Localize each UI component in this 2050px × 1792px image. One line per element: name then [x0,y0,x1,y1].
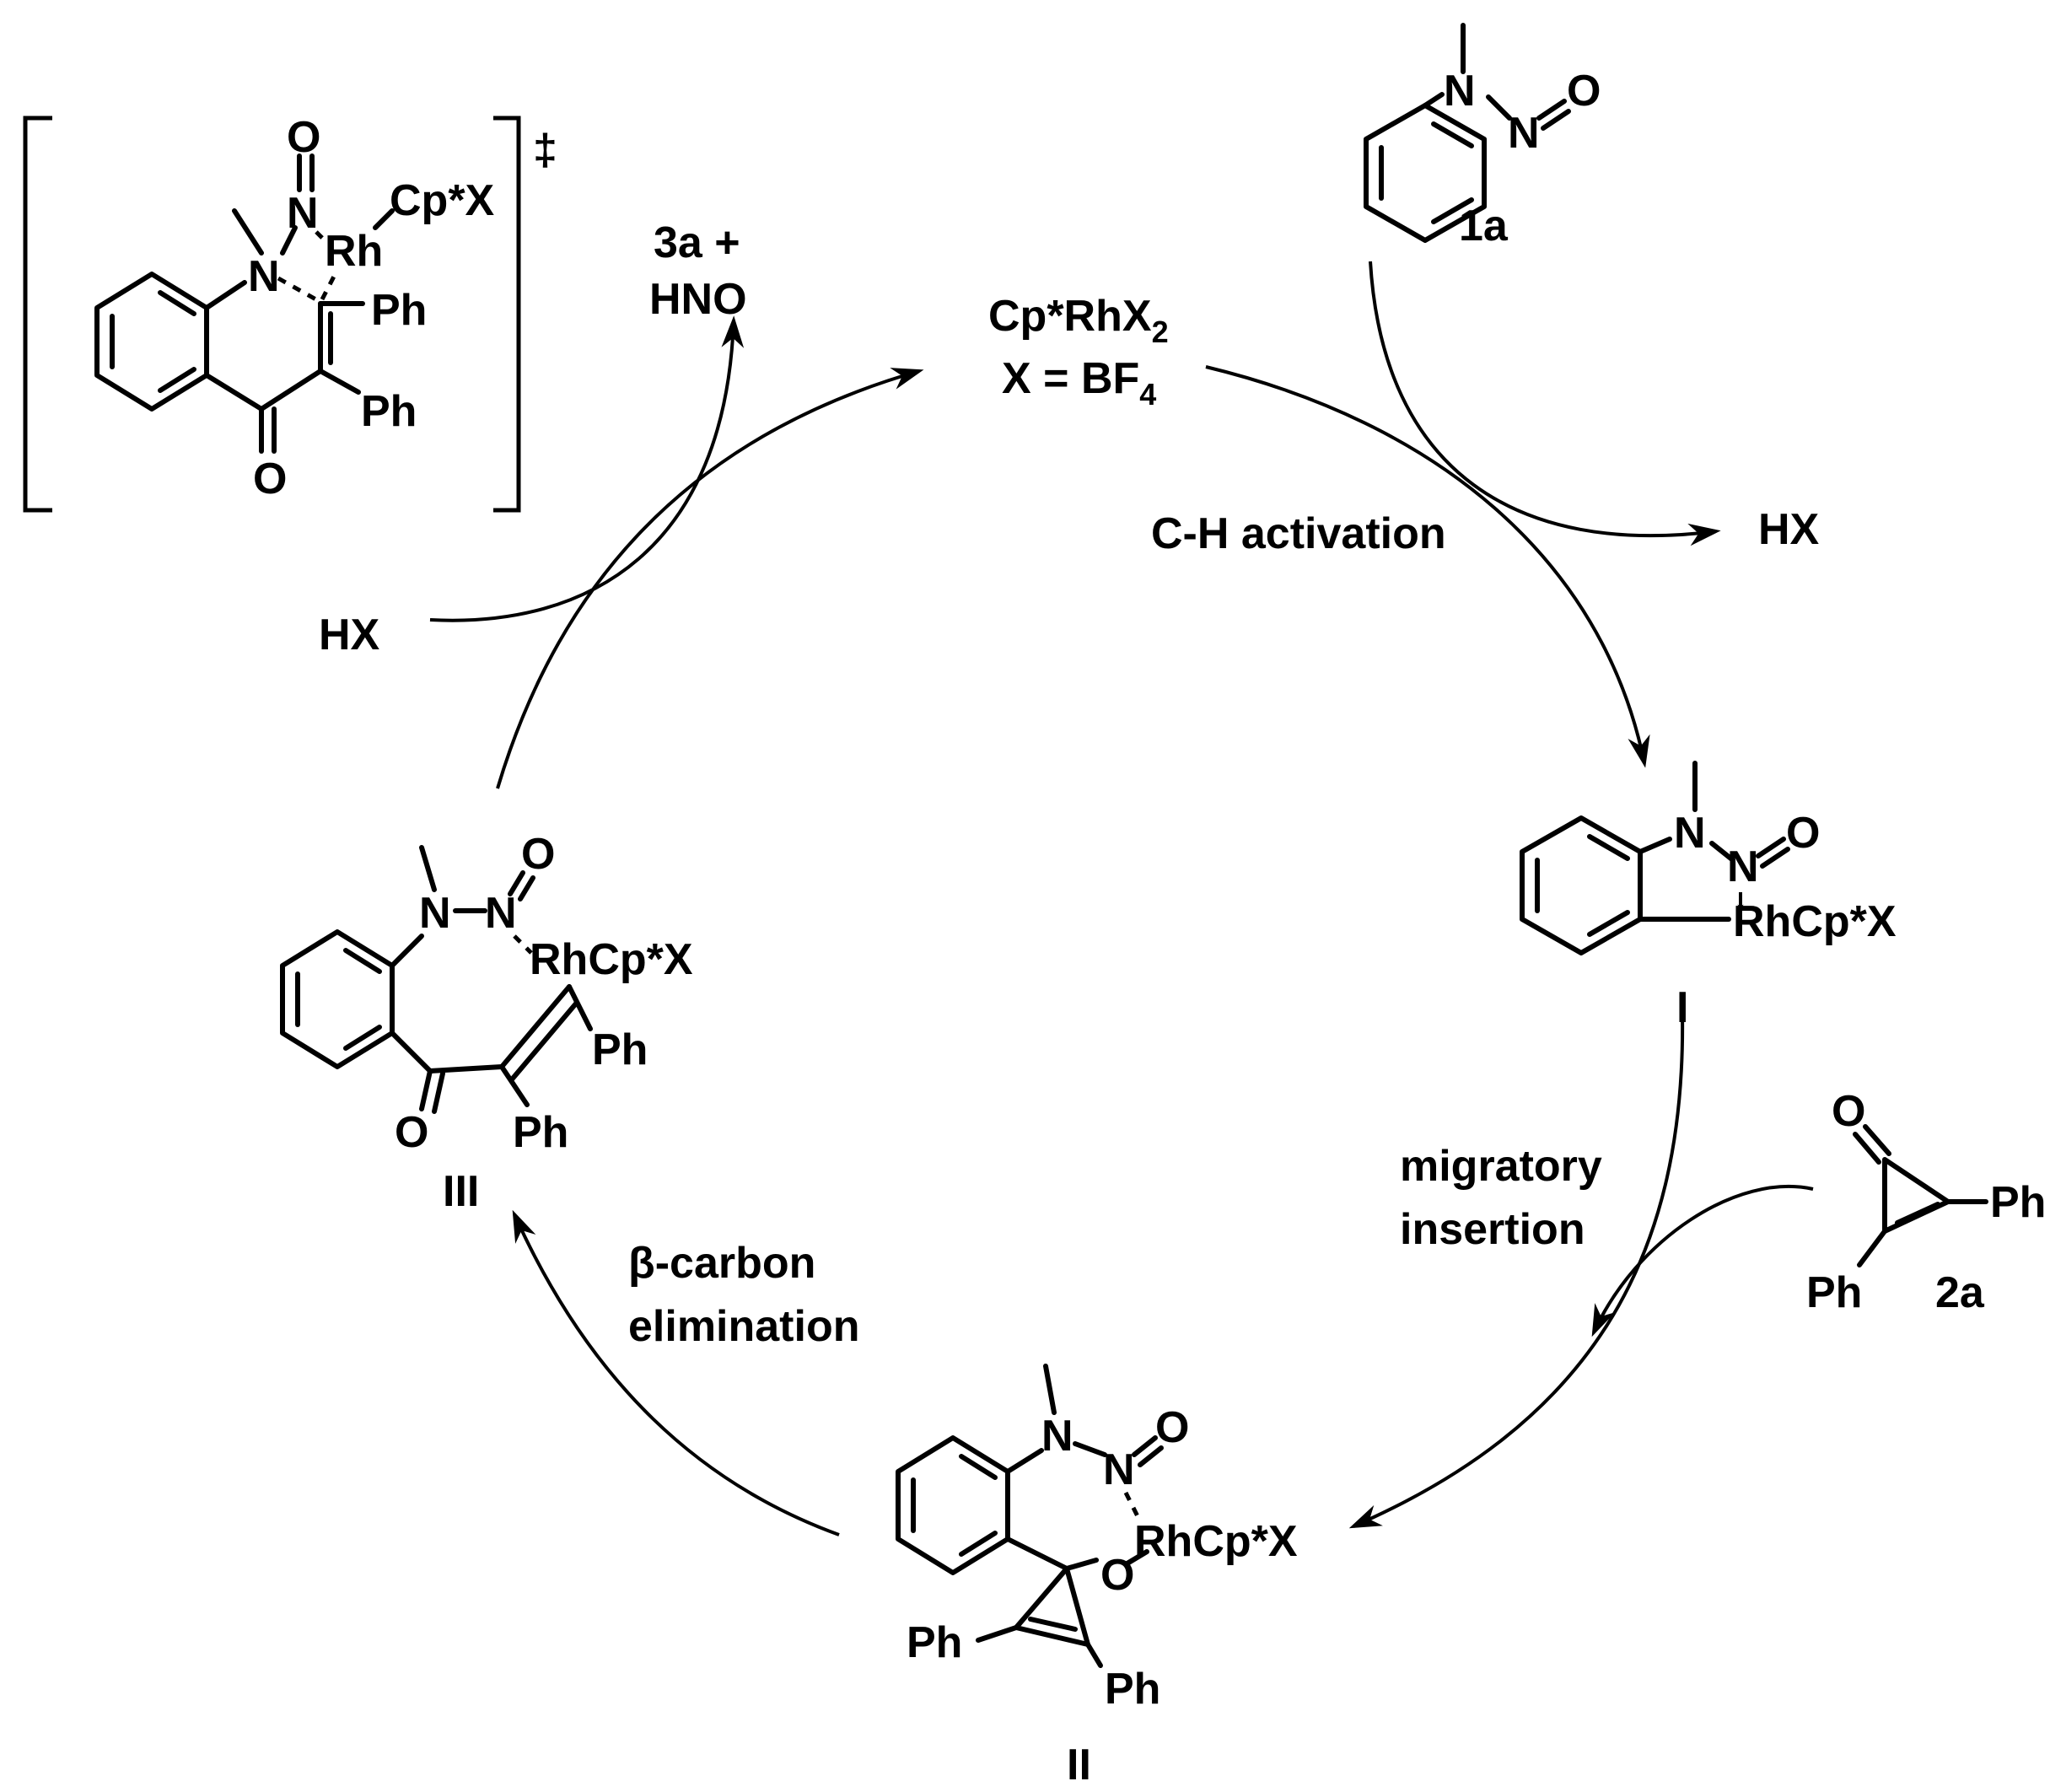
product-line2: HNO [649,275,747,324]
arrow-iii-to-catalyst [496,368,924,789]
svg-text:Ph: Ph [361,387,417,436]
svg-text:Ph: Ph [371,286,427,335]
svg-text:Ph: Ph [907,1618,962,1667]
step-ch-activation: C-H activation [1151,509,1446,558]
svg-text:RhCp*X: RhCp*X [530,935,693,984]
svg-text:O: O [1832,1087,1865,1136]
svg-text:O: O [1100,1551,1134,1600]
ts-dagger: ‡ [533,126,557,175]
catalyst: Cp*RhX2 X = BF4 [988,292,1169,412]
svg-text:N: N [1041,1412,1073,1461]
svg-text:1a: 1a [1459,202,1509,250]
svg-text:Cp*X: Cp*X [390,176,495,225]
arrow-1a-in [1369,261,1721,546]
svg-text:Ph: Ph [513,1108,568,1157]
svg-text:N: N [1508,109,1540,158]
svg-text:N: N [1444,67,1476,116]
svg-text:Ph: Ph [1806,1268,1862,1317]
ts-bracket-right [493,116,521,513]
ts-bracket-left [23,116,52,513]
svg-text:Cp*RhX2: Cp*RhX2 [988,292,1169,349]
svg-text:N: N [248,252,280,301]
svg-text:I: I [1676,983,1688,1032]
arrow-hx-in [429,315,745,622]
svg-text:N: N [1727,842,1759,891]
svg-text:2a: 2a [1935,1268,1985,1317]
svg-text:RhCp*X: RhCp*X [1134,1517,1298,1566]
svg-text:RhCp*X: RhCp*X [1733,897,1897,946]
svg-text:Ph: Ph [1105,1665,1160,1714]
reagent-hx-left: HX [319,611,380,659]
svg-text:N: N [419,889,451,938]
svg-text:O: O [1567,67,1601,116]
svg-text:O: O [521,830,555,879]
intermediate-iii: N N O RhCp*X Ph Ph O III [280,830,693,1216]
svg-text:N: N [1103,1445,1135,1494]
step-migratory-line1: migratory [1400,1142,1602,1191]
svg-text:III: III [443,1167,479,1216]
svg-text:X = BF4: X = BF4 [1002,354,1156,412]
svg-text:O: O [395,1108,428,1157]
step-beta-line1: β-carbon [628,1239,815,1288]
svg-text:O: O [1786,809,1820,858]
reagent-2a: O Ph Ph 2a [1806,1087,2046,1317]
intermediate-ii: N N O RhCp*X O Ph Ph II [896,1364,1298,1789]
arrow-catalyst-to-i [1205,365,1650,768]
svg-text:Ph: Ph [1990,1178,2046,1227]
transition-state: ‡ N O Ph Ph N O Rh Cp*X [23,113,557,513]
step-migratory-line2: insertion [1400,1205,1585,1254]
intermediate-i: N N O RhCp*X I [1520,761,1897,1032]
svg-text:II: II [1067,1741,1091,1789]
svg-text:N: N [287,189,319,238]
svg-text:O: O [287,113,320,162]
step-beta-line2: elimination [628,1302,859,1351]
svg-text:Rh: Rh [325,227,383,276]
byproduct-hx-right: HX [1758,505,1820,554]
svg-text:Ph: Ph [592,1025,648,1074]
cycle-arrows [429,261,1814,1536]
substrate-1a: N N O 1a [1364,23,1601,250]
arrow-2a-in [1591,1184,1814,1337]
svg-text:N: N [485,889,517,938]
svg-text:N: N [1674,809,1706,858]
svg-text:O: O [1155,1403,1189,1452]
svg-text:O: O [253,455,287,503]
arrow-ii-to-iii [512,1209,840,1536]
product-line1: 3a + [654,218,740,267]
